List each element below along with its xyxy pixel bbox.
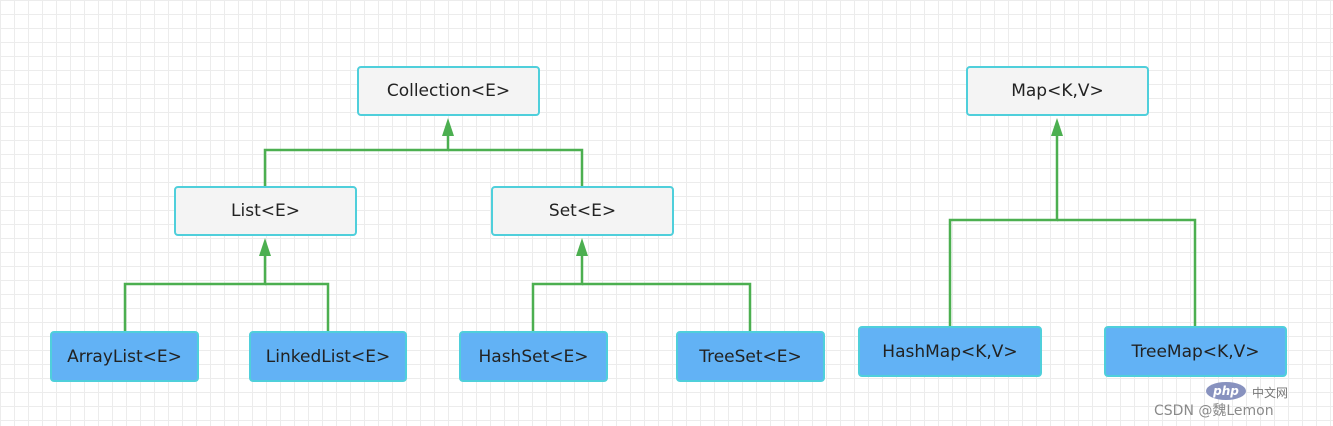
edge-arraylist-to-list <box>123 256 267 331</box>
edge-group-map-children <box>948 136 1197 326</box>
node-hashmap[interactable]: HashMap<K,V> <box>858 326 1042 377</box>
arrowhead-set <box>576 238 588 256</box>
watermark-site-text: 中文网 <box>1252 386 1289 400</box>
edge-group-set-children <box>531 256 752 331</box>
edge-list-to-collection <box>263 136 450 186</box>
edge-set-to-collection <box>448 148 584 186</box>
edge-hashset-to-set <box>531 256 584 331</box>
edge-treemap-to-map <box>1057 218 1197 326</box>
arrowhead-map <box>1051 118 1063 136</box>
node-arraylist[interactable]: ArrayList<E> <box>50 331 199 382</box>
watermark: php 中文网 CSDN @魏Lemon <box>1154 382 1319 422</box>
node-treemap[interactable]: TreeMap<K,V> <box>1104 326 1287 377</box>
node-map[interactable]: Map<K,V> <box>966 66 1149 116</box>
node-hashset[interactable]: HashSet<E> <box>459 331 608 382</box>
php-logo: php <box>1206 382 1246 400</box>
node-treeset[interactable]: TreeSet<E> <box>676 331 825 382</box>
node-set[interactable]: Set<E> <box>491 186 674 236</box>
edge-group-list-collection <box>263 136 584 186</box>
node-list[interactable]: List<E> <box>174 186 357 236</box>
edge-group-list-children <box>123 256 330 331</box>
edge-hashmap-to-map <box>948 136 1059 326</box>
node-linkedlist[interactable]: LinkedList<E> <box>249 331 407 382</box>
watermark-author: CSDN @魏Lemon <box>1154 403 1274 419</box>
edge-linkedlist-to-list <box>265 282 330 331</box>
arrowhead-collection <box>442 118 454 136</box>
edge-treeset-to-set <box>582 282 752 331</box>
node-collection[interactable]: Collection<E> <box>357 66 540 116</box>
arrowhead-list <box>259 238 271 256</box>
